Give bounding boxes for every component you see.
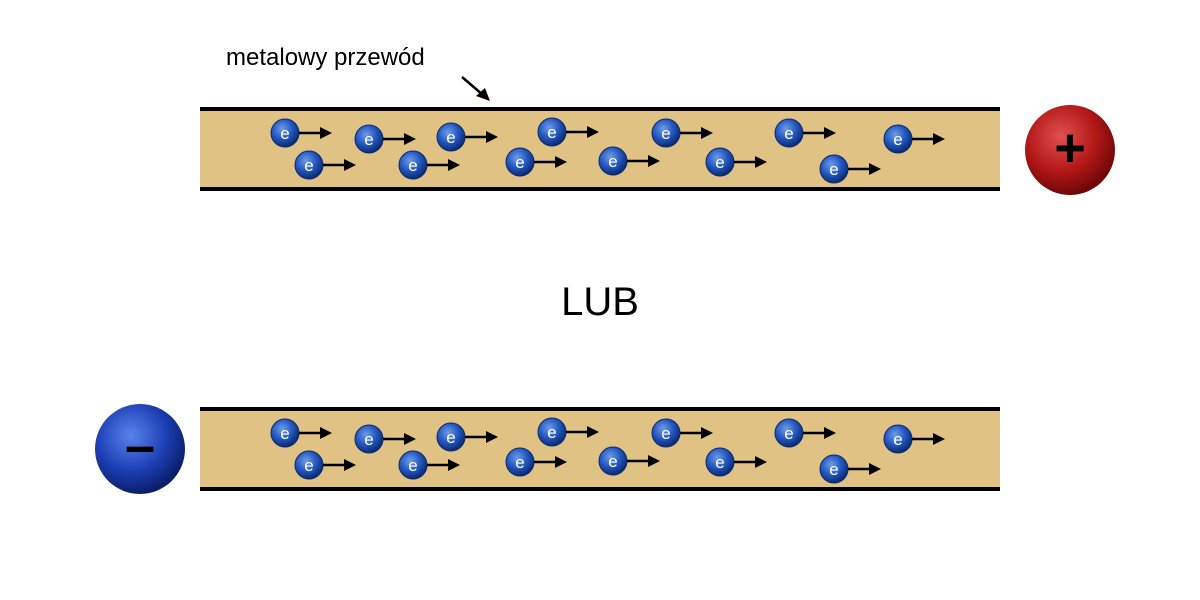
electron: e	[505, 147, 567, 177]
motion-arrow-head	[587, 126, 599, 138]
electron: e	[651, 418, 713, 448]
electron: e	[270, 418, 332, 448]
motion-arrow-head	[933, 433, 945, 445]
electron: e	[354, 124, 416, 154]
electron: e	[354, 424, 416, 454]
motion-arrow-head	[448, 159, 460, 171]
electron: e	[398, 150, 460, 180]
electron-symbol: e	[280, 124, 289, 143]
electron: e	[270, 118, 332, 148]
motion-arrow-head	[824, 127, 836, 139]
electron-symbol: e	[515, 453, 524, 472]
motion-arrow-head	[320, 427, 332, 439]
electron: e	[294, 450, 356, 480]
motion-arrow-head	[587, 426, 599, 438]
electron-symbol: e	[408, 156, 417, 175]
electron-symbol: e	[893, 130, 902, 149]
electron: e	[883, 124, 945, 154]
electron: e	[294, 150, 356, 180]
electron: e	[436, 122, 498, 152]
negative-terminal: –	[95, 404, 185, 494]
electron-symbol: e	[608, 452, 617, 471]
electron: e	[819, 154, 881, 184]
electron: e	[883, 424, 945, 454]
label-pointer-arrow	[461, 76, 490, 101]
motion-arrow-head	[824, 427, 836, 439]
electron: e	[505, 447, 567, 477]
electron: e	[774, 118, 836, 148]
minus-sign: –	[125, 416, 155, 476]
motion-arrow-head	[755, 156, 767, 168]
electron-symbol: e	[446, 128, 455, 147]
electron: e	[705, 447, 767, 477]
electron: e	[774, 418, 836, 448]
electron-symbol: e	[661, 424, 670, 443]
motion-arrow-head	[701, 427, 713, 439]
motion-arrow-head	[448, 459, 460, 471]
electron-symbol: e	[784, 124, 793, 143]
motion-arrow-head	[555, 456, 567, 468]
electron-symbol: e	[280, 424, 289, 443]
electron-symbol: e	[446, 428, 455, 447]
motion-arrow-head	[701, 127, 713, 139]
electron-symbol: e	[829, 460, 838, 479]
positive-terminal: +	[1025, 105, 1115, 195]
electron: e	[598, 146, 660, 176]
motion-arrow-head	[320, 127, 332, 139]
motion-arrow-head	[933, 133, 945, 145]
wire-label: metalowy przewód	[226, 44, 425, 71]
motion-arrow-head	[869, 163, 881, 175]
motion-arrow-head	[869, 463, 881, 475]
electron-symbol: e	[515, 153, 524, 172]
electron-symbol: e	[715, 453, 724, 472]
electron: e	[537, 417, 599, 447]
electron: e	[436, 422, 498, 452]
electron-symbol: e	[364, 430, 373, 449]
electron-symbol: e	[608, 152, 617, 171]
electron-symbol: e	[829, 160, 838, 179]
electron-symbol: e	[364, 130, 373, 149]
motion-arrow-head	[486, 131, 498, 143]
electron-symbol: e	[784, 424, 793, 443]
electron-symbol: e	[304, 156, 313, 175]
electron-symbol: e	[661, 124, 670, 143]
motion-arrow-head	[404, 133, 416, 145]
electron: e	[537, 117, 599, 147]
electron-symbol: e	[304, 456, 313, 475]
motion-arrow-head	[648, 155, 660, 167]
motion-arrow-head	[404, 433, 416, 445]
electron: e	[651, 118, 713, 148]
motion-arrow-head	[555, 156, 567, 168]
electron: e	[398, 450, 460, 480]
motion-arrow-head	[344, 459, 356, 471]
separator-text: LUB	[561, 280, 639, 324]
plus-sign: +	[1054, 118, 1086, 178]
electron: e	[598, 446, 660, 476]
motion-arrow-head	[486, 431, 498, 443]
motion-arrow-head	[755, 456, 767, 468]
electron: e	[819, 454, 881, 484]
electron-symbol: e	[408, 456, 417, 475]
motion-arrow-head	[648, 455, 660, 467]
electron: e	[705, 147, 767, 177]
motion-arrow-head	[344, 159, 356, 171]
electron-symbol: e	[547, 423, 556, 442]
electron-symbol: e	[893, 430, 902, 449]
electron-symbol: e	[715, 153, 724, 172]
electron-symbol: e	[547, 123, 556, 142]
